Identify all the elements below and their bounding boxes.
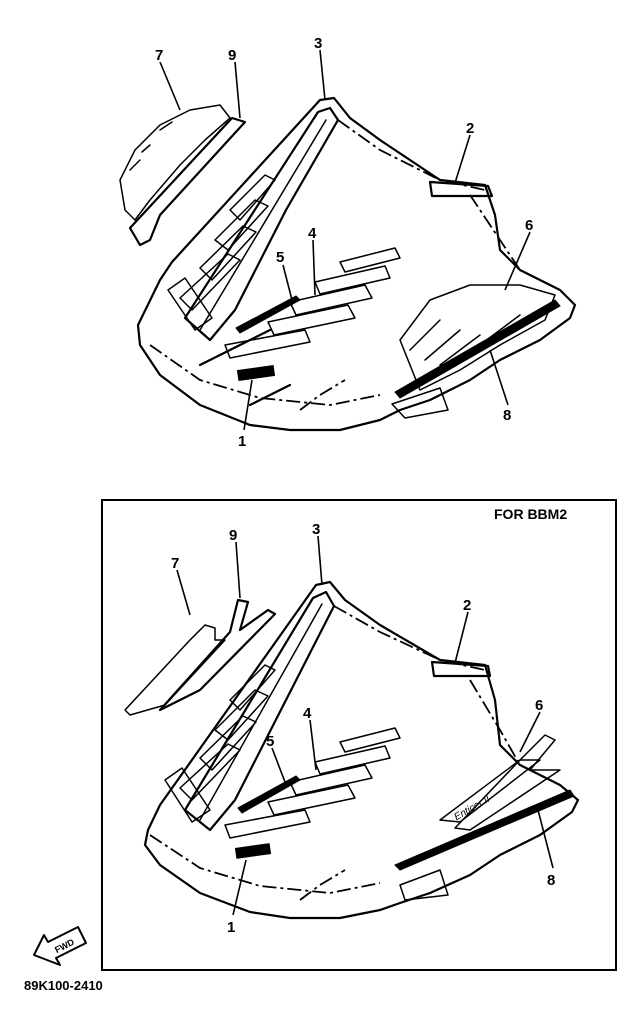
upper-callout-4: 4 [308,225,317,242]
lower-frame [101,499,617,971]
lower-windshield [183,590,336,832]
lower-callout-1: 1 [227,919,235,936]
lower-center-vents [224,727,401,839]
upper-hood-outline [136,96,577,432]
upper-left-vents [167,174,276,331]
lower-stripe-5 [237,775,301,814]
lower-callout-4: 4 [303,705,312,722]
upper-callout-7: 7 [155,47,163,64]
upper-badge-1 [236,364,276,382]
upper-decal-7 [119,104,231,221]
lower-stripe-9 [158,598,277,712]
upper-callout-3: 3 [314,35,322,52]
fwd-arrow-icon: FWD [33,926,87,966]
lower-callout-6: 6 [535,697,543,714]
upper-stripe-5 [235,295,301,334]
upper-callout-5: 5 [276,249,284,266]
lower-callout-3: 3 [312,521,320,538]
lower-view: Enticer II 7 9 3 2 4 5 6 1 8 [124,521,580,936]
part-number: 89K100-2410 [24,978,103,993]
lower-callout-8: 8 [547,872,555,889]
lower-callout-2: 2 [463,597,471,614]
lower-hood-outline [143,580,580,920]
upper-callout-8: 8 [503,407,511,424]
lower-callout-9: 9 [229,527,237,544]
upper-callout-6: 6 [525,217,533,234]
upper-center-vents [224,247,401,359]
frame-label: FOR BBM2 [494,506,568,522]
lower-callout-5: 5 [266,733,274,750]
upper-callout-9: 9 [228,47,236,64]
upper-windshield [183,106,340,342]
upper-callout-2: 2 [466,120,474,137]
lower-callout-7: 7 [171,555,179,572]
upper-view: 7 9 3 2 4 5 6 1 8 [119,35,577,450]
upper-right-decals [391,284,561,419]
lower-decal-7 [124,624,226,716]
lower-left-vents [164,664,276,823]
lower-rear-stripe [430,660,492,678]
upper-callout-1: 1 [238,433,246,450]
lower-badge-1 [234,843,272,859]
upper-stripe-9 [128,116,247,247]
upper-rear-stripe [428,180,494,198]
